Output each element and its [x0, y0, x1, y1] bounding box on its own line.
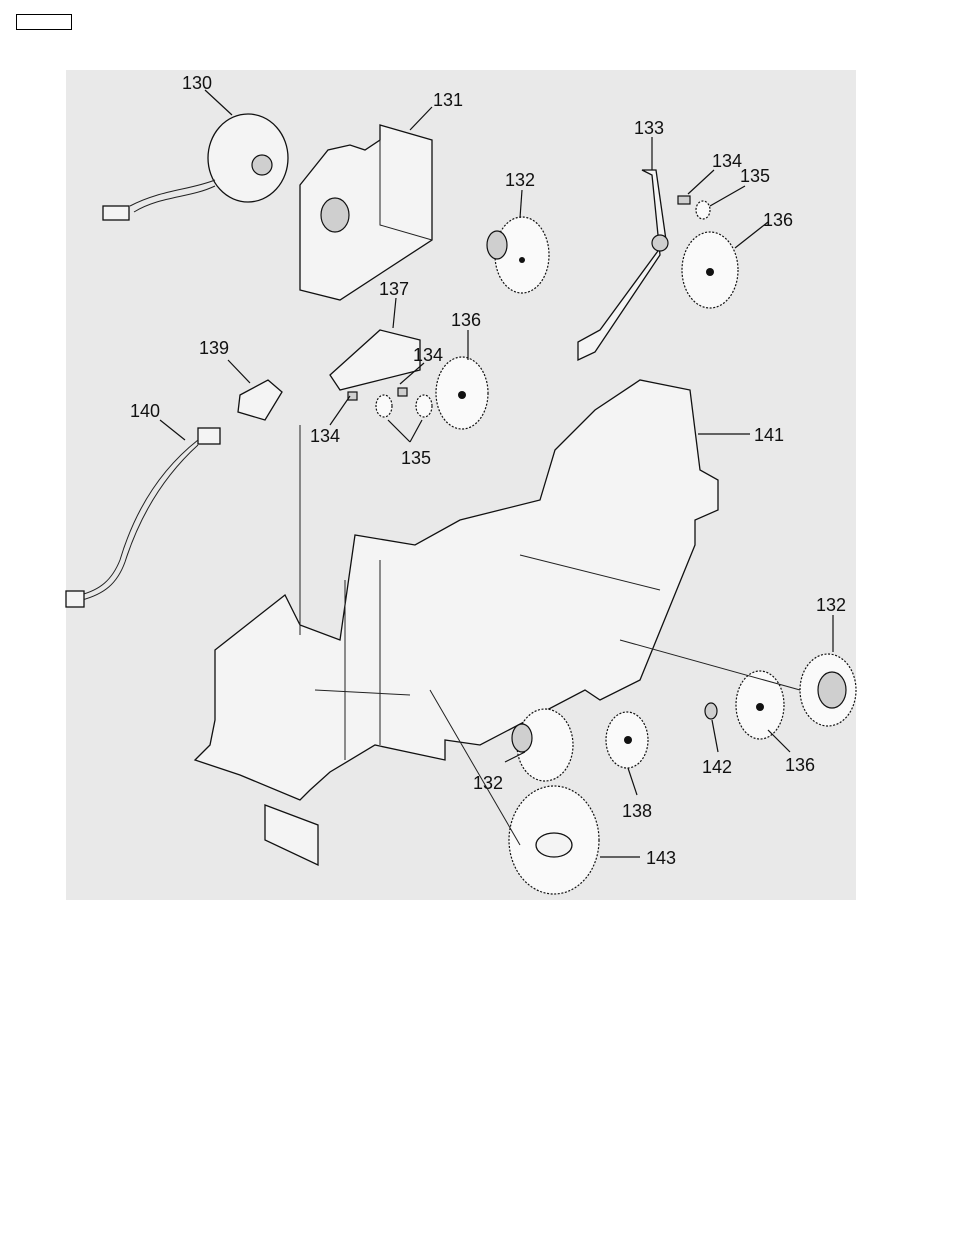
bracket-131	[299, 124, 433, 301]
callout-137: 137	[379, 279, 409, 299]
callout-134-mid: 134	[413, 345, 443, 365]
gear-132-right	[799, 653, 857, 727]
sensor-139	[237, 379, 283, 421]
gear-136-mid	[435, 356, 489, 430]
callout-139: 139	[199, 338, 229, 358]
gear-132-top	[486, 216, 550, 294]
idler-142	[704, 702, 718, 720]
callout-131: 131	[433, 90, 463, 110]
gear-135-mid	[375, 394, 433, 418]
callout-132-top: 132	[505, 170, 535, 190]
frame-141	[193, 379, 719, 867]
page-corner-box	[16, 14, 72, 30]
gear-135-top	[695, 200, 711, 220]
callout-136-bottom: 136	[785, 755, 815, 775]
callout-132-bottom: 132	[473, 773, 503, 793]
callout-136-top: 136	[763, 210, 793, 230]
callout-142: 142	[702, 757, 732, 777]
callout-135-mid: 135	[401, 448, 431, 468]
callout-140: 140	[130, 401, 160, 421]
spring-134-mid	[347, 387, 408, 401]
harness-140	[65, 427, 221, 608]
callout-138: 138	[622, 801, 652, 821]
callout-132-right: 132	[816, 595, 846, 615]
callout-133: 133	[634, 118, 664, 138]
gear-132-bottom	[511, 708, 574, 782]
plate-137	[329, 329, 421, 391]
lever-133	[577, 169, 669, 362]
figure-panel	[66, 70, 856, 900]
callout-143: 143	[646, 848, 676, 868]
gear-143	[508, 785, 600, 895]
cam-138	[605, 711, 649, 769]
spring-134-top	[677, 195, 691, 205]
callout-134-top: 134	[712, 151, 742, 171]
leader-lines	[159, 89, 834, 858]
motor-130	[102, 113, 289, 221]
gear-136-bottom	[735, 670, 785, 740]
callout-135-top: 135	[740, 166, 770, 186]
callout-141: 141	[754, 425, 784, 445]
gear-136-top	[681, 231, 739, 309]
callout-136-mid: 136	[451, 310, 481, 330]
callout-134-left: 134	[310, 426, 340, 446]
callout-130: 130	[182, 73, 212, 93]
